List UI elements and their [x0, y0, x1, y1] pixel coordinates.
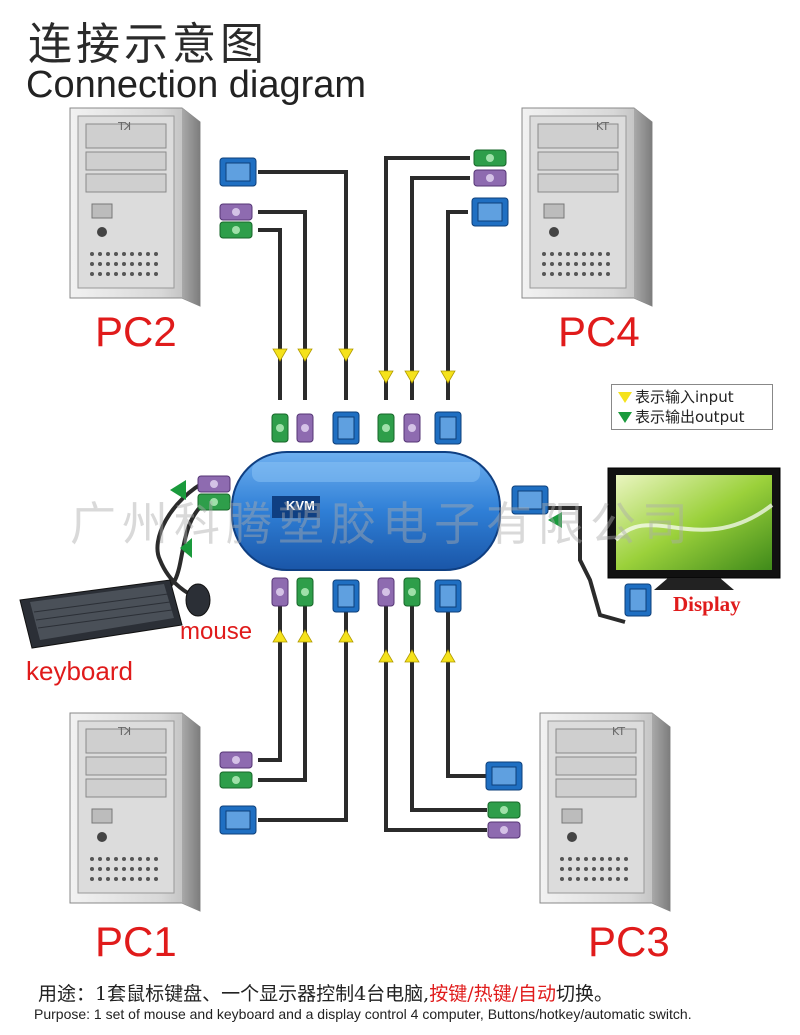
pc3-label: PC3 — [588, 918, 670, 965]
watermark: 广州科腾塑胶电子有限公司 — [70, 497, 694, 551]
legend: 表示输入input 表示输出output — [611, 384, 773, 430]
pc4-connectors — [471, 149, 509, 227]
diagram-title-chinese: 连接示意图 — [28, 19, 268, 70]
pc1-tower — [69, 712, 201, 912]
diagram-title-english: Connection diagram — [26, 64, 367, 106]
monitor — [607, 467, 781, 590]
pc2-connectors — [219, 157, 257, 239]
legend-input-text: 表示输入input — [635, 388, 734, 406]
kvm-brand: KVM — [286, 498, 315, 513]
pc2-tower — [69, 107, 201, 307]
display-label: Display — [673, 592, 741, 616]
purpose-english: Purpose: 1 set of mouse and keyboard and… — [34, 1006, 692, 1022]
input-triangle-icon — [618, 392, 632, 403]
output-arrows — [170, 480, 562, 558]
output-triangle-icon — [618, 412, 632, 423]
pc1-connectors — [219, 751, 257, 835]
legend-output-row: 表示输出output — [618, 407, 744, 427]
purpose-chinese-highlight: 按键/热键/自动 — [429, 983, 557, 1005]
pc1-label: PC1 — [95, 918, 177, 965]
mouse — [185, 583, 211, 617]
purpose-chinese: 用途：1套鼠标键盘、一个显示器控制4台电脑,按键/热键/自动切换。 — [38, 979, 613, 1006]
legend-output-text: 表示输出output — [635, 408, 745, 426]
pc4-case-badge: KT — [596, 120, 610, 133]
keyboard-label: keyboard — [26, 656, 133, 686]
pc4-label: PC4 — [558, 308, 640, 355]
pc4-tower — [521, 107, 653, 307]
purpose-chinese-end: 切换。 — [556, 983, 614, 1005]
mouse-label: mouse — [180, 618, 253, 645]
pc1-case-badge: KT — [118, 725, 132, 738]
kvm-switch — [231, 451, 501, 571]
purpose-chinese-plain: 用途：1套鼠标键盘、一个显示器控制4台电脑, — [38, 983, 430, 1005]
legend-input-row: 表示输入input — [618, 387, 734, 407]
keyboard — [19, 579, 183, 649]
pc3-tower — [539, 712, 671, 912]
pc3-case-badge: KT — [612, 725, 626, 738]
pc2-case-badge: KT — [118, 120, 132, 133]
pc2-label: PC2 — [95, 308, 177, 355]
pc3-connectors — [485, 761, 523, 839]
